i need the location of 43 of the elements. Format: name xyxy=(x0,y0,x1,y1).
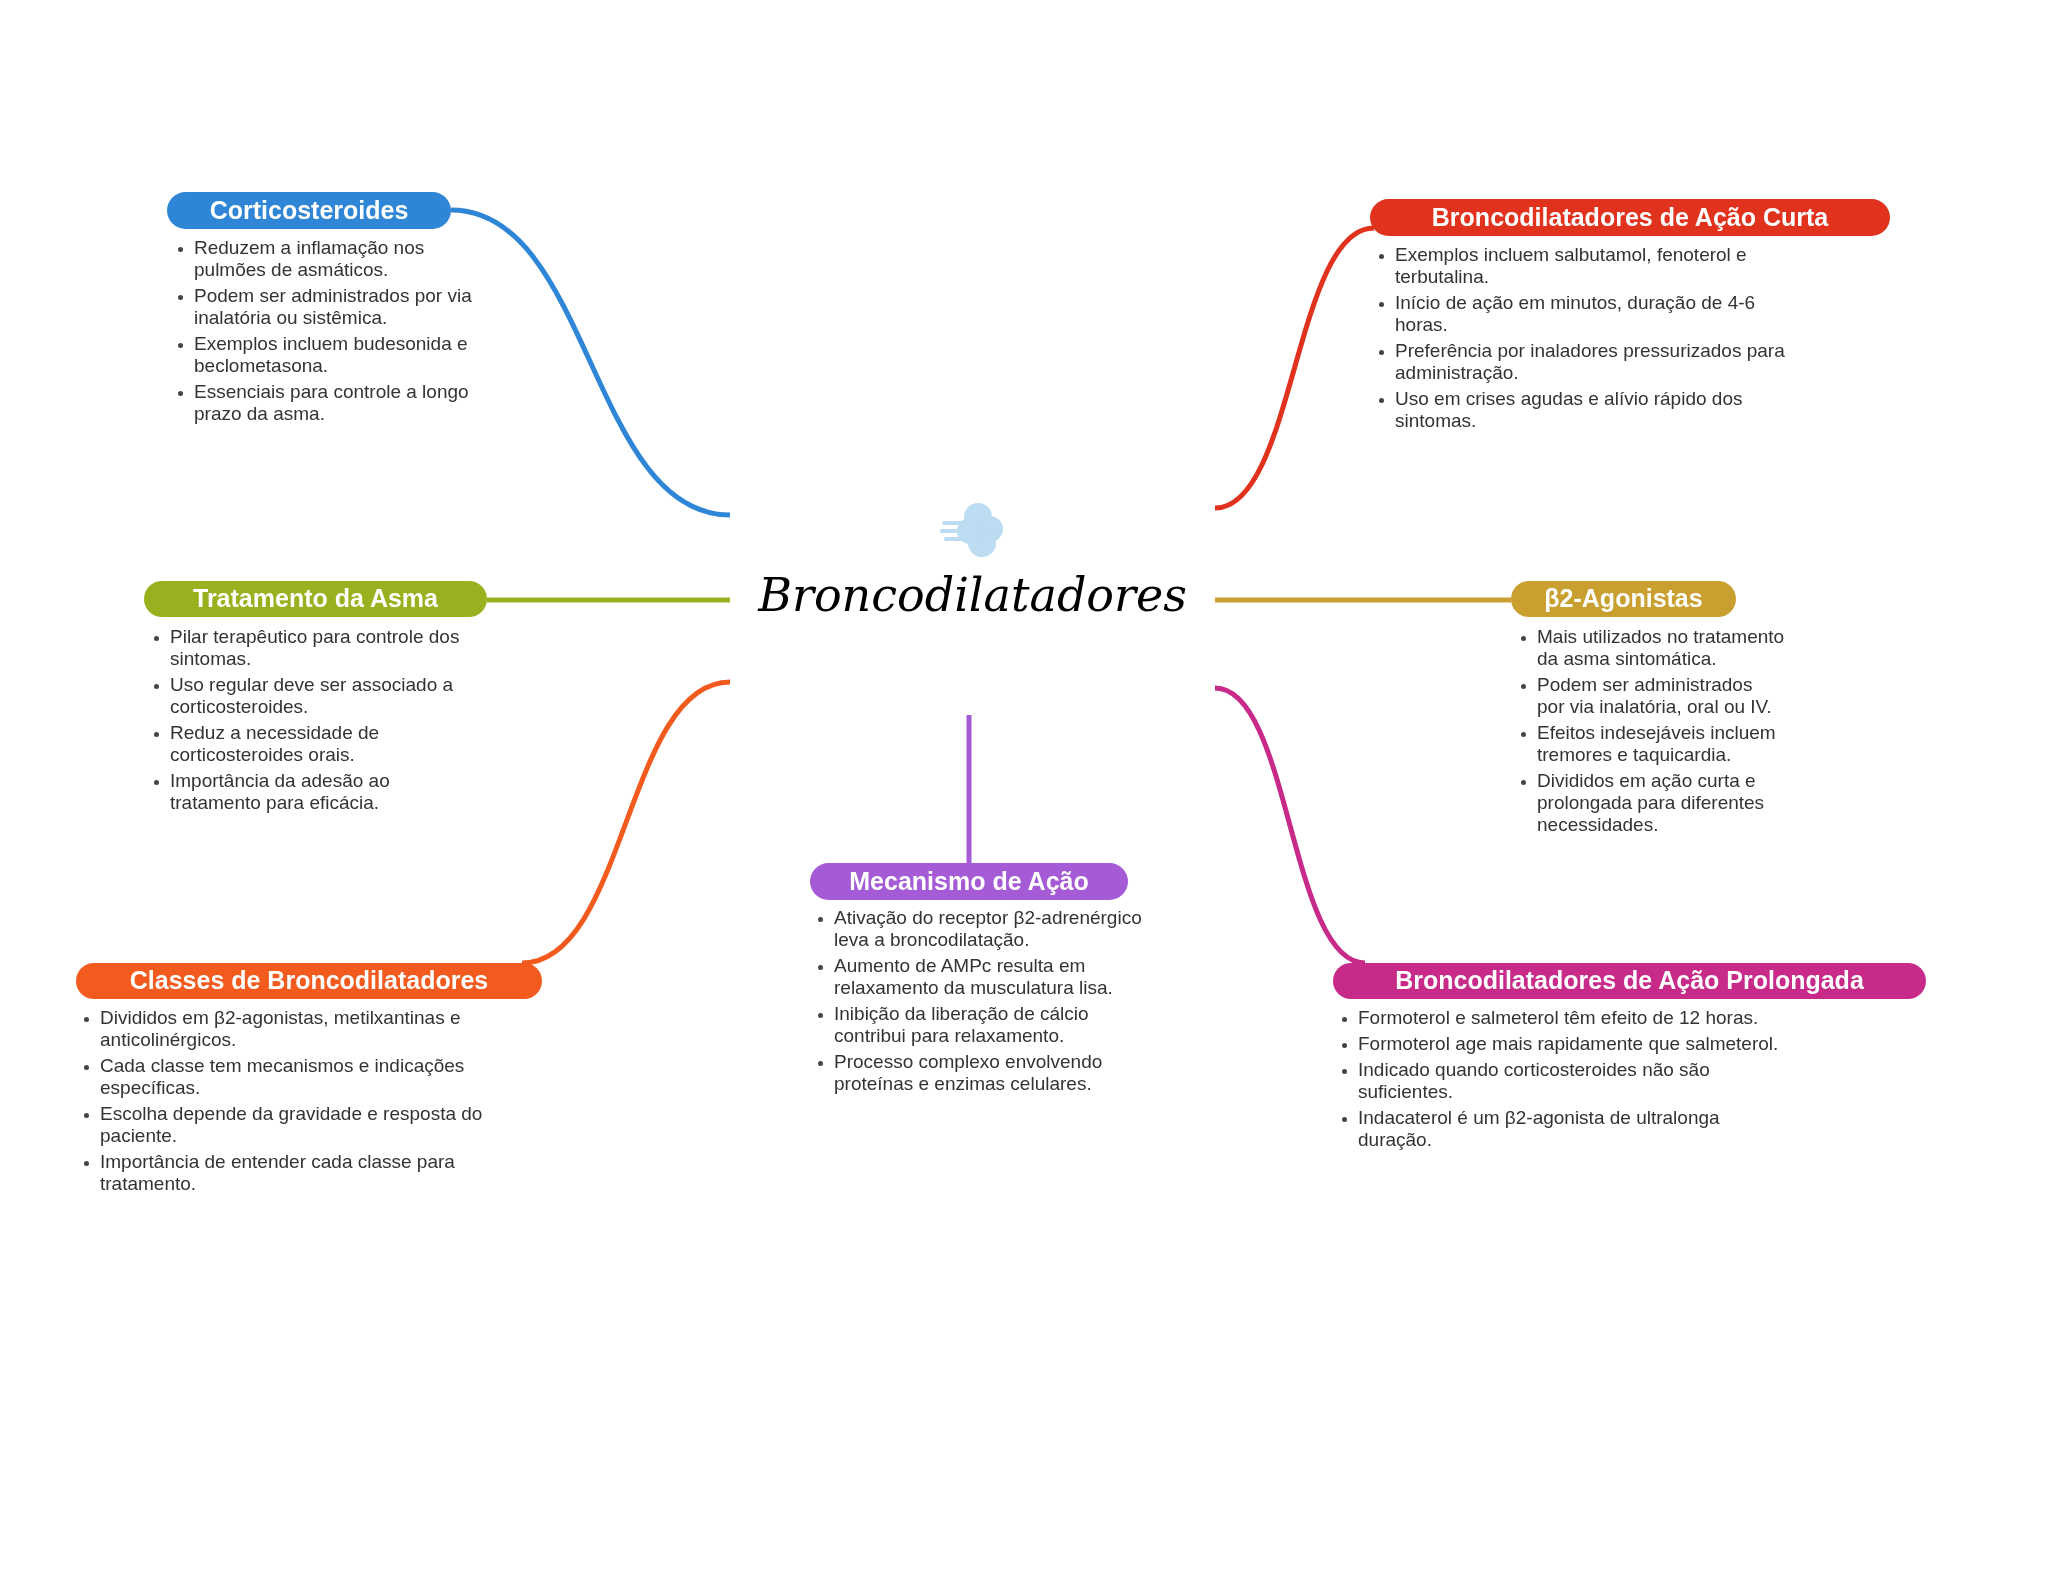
bullet-text: Divididos em ação curta e prolongada para diferentes necessidades. xyxy=(1537,770,1766,836)
bullet-text: Reduzem a inflamação nos pulmões de asmáticos. xyxy=(194,237,426,281)
branch-line xyxy=(521,679,731,966)
topic-pill: β2-Agonistas xyxy=(1511,581,1736,617)
bullet-text: Inibição da liberação de cálcio contribui para relaxamento. xyxy=(834,1003,1090,1047)
bullet-text: Indicado quando corticosteroides não são suficientes. xyxy=(1358,1059,1711,1103)
bullet-text: Uso regular deve ser associado a corticosteroides. xyxy=(170,674,455,718)
branch-line xyxy=(966,715,972,863)
bullet-text: Mais utilizados no tratamento da asma sintomática. xyxy=(1537,626,1785,670)
bullet-text: Exemplos incluem budesonida e beclometasona. xyxy=(194,333,469,377)
bullet-text: Formoterol age mais rapidamente que salmeterol. xyxy=(1358,1033,1779,1055)
bullet-text: Aumento de AMPc resulta em relaxamento da musculatura lisa. xyxy=(834,955,1114,999)
bullet-text: Essenciais para controle a longo prazo da asma. xyxy=(194,381,470,425)
bullet-text: Indacaterol é um β2-agonista de ultralonga duração. xyxy=(1358,1107,1721,1151)
bullet-text: Podem ser administrados por via inalatória, oral ou IV. xyxy=(1537,674,1773,718)
branch-line xyxy=(1215,597,1511,603)
bullet-text: Divididos em β2-agonistas, metilxantinas e anticolinérgicos. xyxy=(100,1007,462,1051)
bullet-text: Cada classe tem mecanismos e indicações específicas. xyxy=(100,1055,466,1099)
branch-line xyxy=(487,597,730,603)
bullet-text: Escolha depende da gravidade e resposta do paciente. xyxy=(100,1103,484,1147)
topic-pill: Tratamento da Asma xyxy=(144,581,487,617)
bullet-text: Ativação do receptor β2-adrenérgico leva a broncodilatação. xyxy=(834,907,1143,951)
bullet-text: Podem ser administrados por via inalatória ou sistêmica. xyxy=(194,285,473,329)
bullet-text: Início de ação em minutos, duração de 4-6 horas. xyxy=(1395,292,1757,336)
topic-pill: Mecanismo de Ação xyxy=(810,863,1128,900)
branch-line xyxy=(450,207,731,518)
topic-pill: Broncodilatadores de Ação Prolongada xyxy=(1333,963,1926,999)
bullet-text: Exemplos incluem salbutamol, fenoterol e terbutalina. xyxy=(1395,244,1748,288)
topic-pill: Classes de Broncodilatadores xyxy=(76,963,542,999)
bullet-text: Pilar terapêutico para controle dos sintomas. xyxy=(170,626,461,670)
bullet-text: Formoterol e salmeterol têm efeito de 12 horas. xyxy=(1358,1007,1759,1029)
bullet-text: Processo complexo envolvendo proteínas e enzimas celulares. xyxy=(834,1051,1104,1095)
bullet-text: Efeitos indesejáveis incluem tremores e taquicardia. xyxy=(1537,722,1777,766)
branch-line xyxy=(1214,225,1375,511)
bullet-text: Importância da adesão ao tratamento para eficácia. xyxy=(170,770,391,814)
bullet-text: Preferência por inaladores pressurizados para administração. xyxy=(1395,340,1786,384)
central-title: Broncodilatadores xyxy=(758,567,1187,623)
branch-line xyxy=(1214,685,1366,966)
bullet-text: Importância de entender cada classe para tratamento. xyxy=(100,1151,456,1195)
bullet-text: Reduz a necessidade de corticosteroides orais. xyxy=(170,722,381,766)
topic-pill: Broncodilatadores de Ação Curta xyxy=(1370,199,1890,236)
bullet-text: Uso em crises agudas e alívio rápido dos sintomas. xyxy=(1395,388,1744,432)
topic-pill: Corticosteroides xyxy=(167,192,451,229)
